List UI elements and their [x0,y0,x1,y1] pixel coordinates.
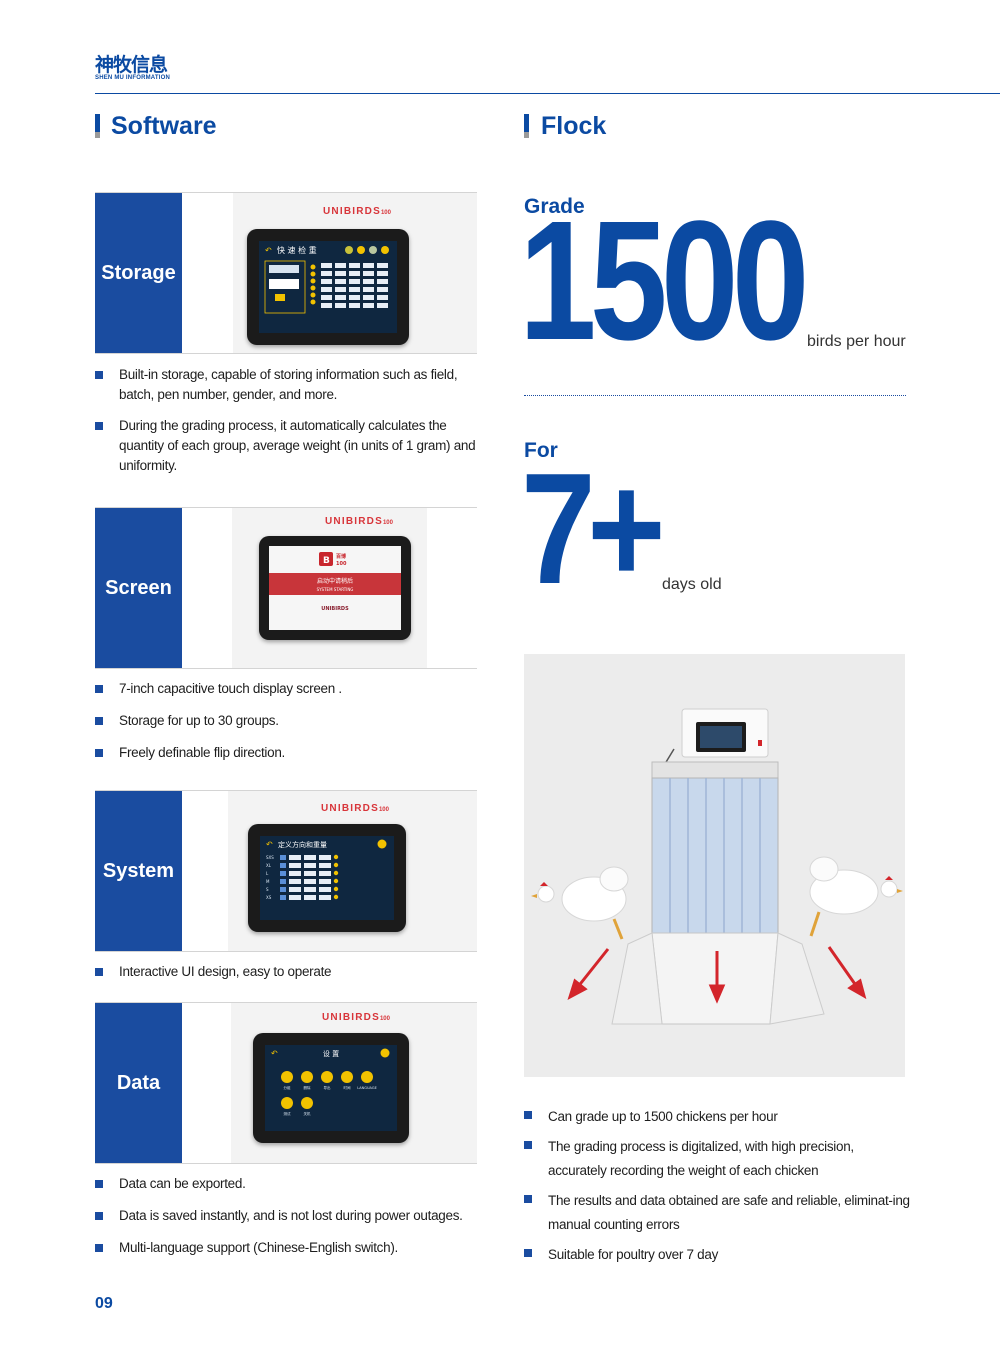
storage-bullet-list: Built-in storage, capable of storing inf… [95,365,480,476]
list-item: During the grading process, it automatic… [95,416,480,476]
svg-text:SXS: SXS [266,855,274,860]
startup-screen: B 百博 100 启动中请稍后 SYSTEM STARTING UNIBIRDS [269,546,401,630]
for-label: For [524,439,558,462]
header-rule [95,93,1000,94]
storage-card: Storage UNIBIRDS100 ↶ 快 速 检 重 [95,192,477,354]
list-item: Freely definable flip direction. [95,743,480,763]
screen-device-image: UNIBIRDS100 B 百博 100 启动中请稍后 SYSTEM START… [232,508,427,668]
svg-text:100: 100 [336,561,347,567]
svg-text:导出: 导出 [324,1085,332,1090]
list-item: The grading process is digitalized, with… [524,1135,914,1183]
grader-product-photo [524,654,905,1077]
svg-text:测试: 测试 [284,1111,292,1116]
flock-bullet-list: Can grade up to 1500 chickens per hour T… [524,1105,914,1267]
age-value: 7+ [521,441,666,617]
data-device: ↶ 设 置 分组 删除 导出 时间 LANGUAGE 测试 关机 [253,1033,409,1143]
software-title-bar [95,114,100,138]
screen-card: Screen UNIBIRDS100 B 百博 100 启动中请稍后 SYSTE… [95,507,477,669]
system-screen-title: 定义方向和重量 [278,840,327,849]
svg-text:M: M [266,879,270,884]
svg-text:分组: 分组 [284,1085,292,1090]
storage-device: ↶ 快 速 检 重 [247,229,409,345]
storage-screen: ↶ 快 速 检 重 [259,241,397,333]
list-item: Built-in storage, capable of storing inf… [95,365,480,405]
startup-screen-brand: UNIBIRDS [321,606,349,612]
undo-icon: ↶ [264,246,272,255]
age-unit: days old [662,576,722,593]
startup-screen-subtitle: SYSTEM STARTING [317,587,354,592]
svg-text:LANGUAGE: LANGUAGE [357,1086,377,1090]
system-bullet-list: Interactive UI design, easy to operate [95,962,480,982]
chicken-left [531,866,629,940]
screen-tab: Screen [95,508,182,668]
data-tab: Data [95,1003,182,1163]
storage-device-image: UNIBIRDS100 ↶ 快 速 检 重 [233,193,477,353]
system-tab: System [95,791,182,951]
list-item: 7-inch capacitive touch display screen . [95,679,480,699]
svg-text:百博: 百博 [336,553,346,560]
list-item: Data can be exported. [95,1174,490,1194]
page-number: 09 [95,1295,113,1312]
list-item: Storage for up to 30 groups. [95,711,480,731]
grade-unit: birds per hour [807,333,906,350]
storage-tab: Storage [95,193,182,353]
storage-screen-title: 快 速 检 重 [277,245,317,255]
flock-title-bar [524,114,529,138]
screen-bullet-list: 7-inch capacitive touch display screen .… [95,679,480,763]
data-device-image: UNIBIRDS100 ↶ 设 置 分组 删除 导出 时间 LANGUAGE 测试 关机 [231,1003,477,1163]
list-item: Data is saved instantly, and is not lost… [95,1206,490,1226]
svg-text:B: B [323,556,330,566]
screen-device: B 百博 100 启动中请稍后 SYSTEM STARTING UNIBIRDS [259,536,411,640]
grade-label: Grade [524,195,585,218]
svg-text:删除: 删除 [304,1085,312,1090]
storage-screen-graphic: ↶ 快 速 检 重 [259,241,397,333]
company-logo-chinese: 神牧信息 [95,54,168,76]
svg-text:XS: XS [266,895,272,900]
startup-screen-graphic: B 百博 100 启动中请稍后 SYSTEM STARTING UNIBIRDS [269,546,401,630]
device-brand-logo: UNIBIRDS100 [323,206,391,217]
svg-text:时间: 时间 [344,1085,352,1090]
list-item: Can grade up to 1500 chickens per hour [524,1105,914,1129]
settings-screen: ↶ 设 置 分组 删除 导出 时间 LANGUAGE 测试 关机 [265,1045,397,1131]
device-brand-logo: UNIBIRDS100 [325,516,393,527]
svg-text:XL: XL [266,863,272,868]
list-item: The results and data obtained are safe a… [524,1189,914,1237]
settings-screen-graphic: ↶ 设 置 分组 删除 导出 时间 LANGUAGE 测试 关机 [265,1045,397,1131]
list-item: Multi-language support (Chinese-English … [95,1238,490,1258]
svg-text:关机: 关机 [304,1111,312,1116]
data-bullet-list: Data can be exported. Data is saved inst… [95,1174,490,1258]
device-brand-logo: UNIBIRDS100 [321,803,389,814]
software-title: Software [111,112,217,140]
grader-illustration [524,654,905,1077]
undo-icon: ↶ [270,1049,278,1058]
section-divider [524,395,906,396]
list-item: Suitable for poultry over 7 day [524,1243,914,1267]
chicken-right [809,856,903,937]
undo-icon: ↶ [265,840,273,849]
settings-screen-title: 设 置 [323,1049,339,1058]
list-item: Interactive UI design, easy to operate [95,962,480,982]
startup-screen-title: 启动中请稍后 [317,577,353,585]
flock-title: Flock [541,112,607,140]
grade-value: 1500 [519,186,809,376]
svg-text:S: S [266,887,269,892]
data-card: Data UNIBIRDS100 ↶ 设 置 分组 删除 导出 时间 LANGUAGE … [95,1002,477,1164]
device-brand-logo: UNIBIRDS100 [322,1012,390,1023]
company-logo-english: SHEN MU INFORMATION [95,75,171,81]
svg-text:L: L [266,871,269,876]
exit-arrows [567,946,867,1004]
